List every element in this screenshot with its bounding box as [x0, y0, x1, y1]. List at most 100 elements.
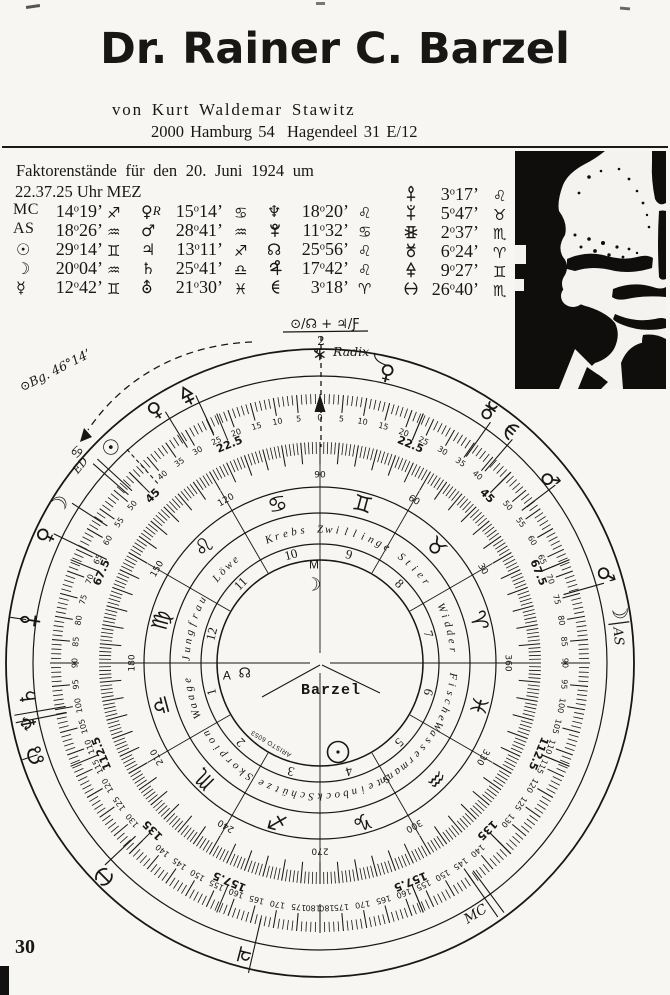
svg-text:e: e: [411, 748, 423, 760]
svg-text:50: 50: [126, 499, 139, 513]
factor-value: 26o40’: [431, 279, 479, 299]
svg-text:95: 95: [559, 679, 569, 690]
sign-glyph-sagittarius: ♐: [234, 242, 248, 260]
svg-text:♈: ♈: [463, 608, 492, 634]
svg-text:h: h: [438, 705, 451, 715]
svg-text:♐: ♐: [265, 806, 291, 835]
svg-text:165: 165: [375, 893, 392, 906]
svg-text:100: 100: [556, 697, 568, 714]
planet-glyph-mars: ♂: [141, 221, 156, 240]
svg-text:i: i: [439, 612, 451, 619]
svg-text:a: a: [426, 728, 439, 739]
svg-text:b: b: [290, 526, 298, 539]
svg-text:n: n: [182, 637, 195, 645]
svg-text:100: 100: [73, 697, 85, 714]
svg-text:15: 15: [251, 421, 263, 432]
svg-text:k: k: [236, 765, 248, 778]
factor-value: 3o18’: [310, 277, 349, 297]
svg-text:12: 12: [202, 626, 220, 642]
svg-text:t: t: [403, 557, 414, 569]
svg-text:♎: ♎: [147, 693, 176, 719]
svg-text:a: a: [184, 693, 197, 702]
svg-text:145: 145: [171, 856, 189, 872]
sign-glyph-sagittarius: ♐: [107, 204, 121, 222]
svg-text:140: 140: [154, 842, 171, 859]
svg-text:180: 180: [305, 903, 321, 912]
svg-text:e: e: [414, 569, 426, 581]
svg-text:170: 170: [354, 899, 371, 911]
sign-glyph-gemini: ♊: [493, 263, 507, 281]
svg-text:60: 60: [101, 534, 114, 547]
sign-glyph-aquarius: ♒: [234, 223, 248, 241]
svg-text:35: 35: [173, 456, 187, 469]
planet-glyph-venus: ♀R: [141, 202, 161, 221]
svg-text:130: 130: [499, 812, 516, 829]
factor-label: MC: [13, 201, 39, 218]
svg-text:i: i: [360, 530, 367, 542]
svg-text:♌: ♌: [189, 532, 221, 564]
svg-text:75: 75: [78, 594, 89, 606]
svg-text:5: 5: [296, 414, 302, 423]
svg-text:u: u: [181, 646, 194, 653]
svg-text:Z: Z: [317, 524, 324, 536]
planet-glyph-moon: ☽: [16, 259, 31, 278]
sign-glyph-aquarius: ♒: [107, 223, 121, 241]
svg-text:e: e: [282, 528, 290, 541]
svg-text:♋: ♋: [265, 490, 291, 519]
byline-name: Kurt Waldemar Stawitz: [151, 100, 356, 119]
svg-text:70: 70: [84, 573, 96, 586]
svg-text:15: 15: [377, 421, 389, 432]
svg-text:l: l: [352, 528, 358, 540]
factor-value: 2o37’: [440, 222, 479, 242]
page-number: 30: [15, 936, 35, 958]
svg-text:♆: ♆: [16, 712, 43, 735]
factor-value: 28o41’: [175, 220, 223, 240]
svg-text:145: 145: [452, 856, 470, 872]
svg-text:MC: MC: [460, 901, 490, 928]
svg-text:105: 105: [550, 718, 563, 735]
svg-text:A: A: [223, 668, 231, 682]
svg-text:e: e: [445, 638, 458, 645]
svg-text:l: l: [343, 526, 348, 538]
svg-text:e: e: [366, 780, 375, 793]
svg-text:d: d: [444, 629, 457, 638]
svg-text:u: u: [196, 594, 209, 605]
svg-text:8: 8: [392, 576, 407, 591]
svg-text:n: n: [200, 728, 213, 739]
svg-text:Barzel: Barzel: [301, 682, 361, 699]
sign-glyph-libra: ♎: [234, 261, 248, 279]
svg-text:125: 125: [513, 795, 529, 813]
sign-glyph-aries: ♈: [493, 244, 507, 262]
svg-text:ü: ü: [281, 785, 290, 798]
svg-text:90: 90: [561, 658, 570, 668]
svg-text:35: 35: [454, 456, 468, 469]
svg-text:i: i: [211, 743, 222, 753]
svg-text:♉: ♉: [420, 532, 452, 564]
planet-glyph-uranus: ⛢: [141, 278, 153, 297]
svg-text:7: 7: [421, 629, 437, 640]
sign-glyph-gemini: ♊: [107, 242, 121, 260]
svg-text:1: 1: [203, 687, 219, 697]
svg-text:h: h: [290, 787, 298, 800]
svg-text:3: 3: [286, 764, 296, 780]
svg-text:55: 55: [113, 516, 126, 530]
address-line: 2000 Hamburg 54 Hagendeel 31 E/12: [151, 122, 418, 141]
svg-text:n: n: [350, 785, 359, 798]
svg-text:e: e: [435, 713, 448, 722]
scan-edge-bar: [0, 966, 9, 995]
svg-text:i: i: [409, 563, 420, 574]
svg-text:e: e: [256, 776, 266, 789]
sign-glyph-leo: ♌: [358, 242, 372, 260]
svg-text:☽: ☽: [44, 490, 74, 519]
planet-glyph-node: ☊: [267, 240, 282, 259]
svg-text:S: S: [381, 772, 392, 785]
scan-speck: [316, 2, 325, 5]
svg-text:2: 2: [317, 334, 325, 348]
svg-text:4: 4: [344, 764, 355, 780]
svg-text:c: c: [326, 790, 332, 802]
svg-text:M: M: [309, 557, 319, 571]
svg-text:80: 80: [556, 615, 567, 627]
retrograde-flag: R: [152, 203, 161, 219]
factor-value: 3o17’: [440, 184, 479, 204]
svg-text:10: 10: [283, 545, 299, 563]
